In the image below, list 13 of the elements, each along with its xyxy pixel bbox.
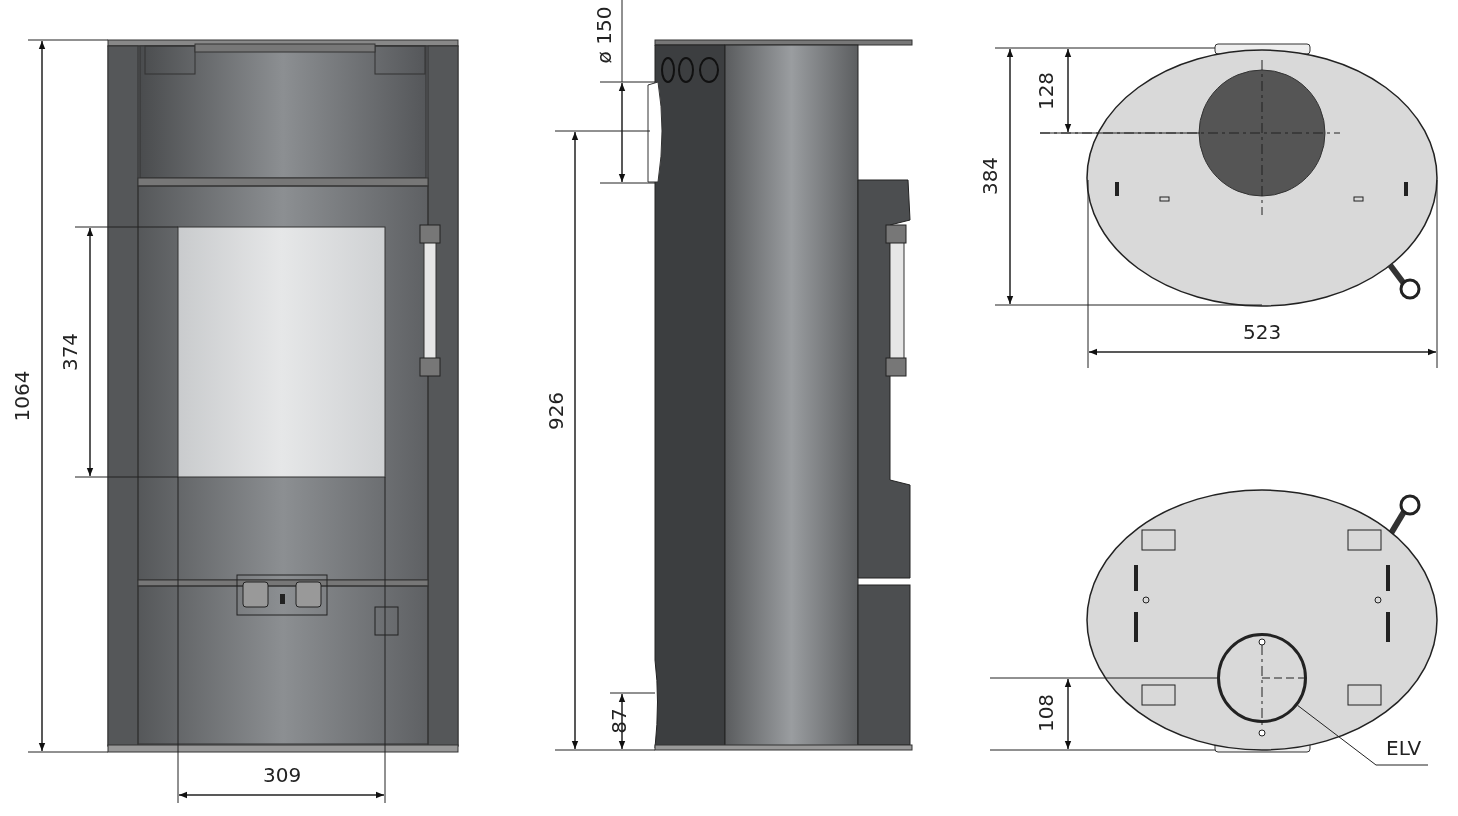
dimension-value: ø 150 — [593, 6, 614, 64]
dimension-value: 87 — [608, 708, 629, 734]
dimension-value: 309 — [263, 765, 302, 785]
dimension-value: 1064 — [11, 370, 32, 422]
part-label: ELV — [1386, 738, 1428, 762]
dimension-value: 374 — [60, 332, 81, 372]
dimension-value: 523 — [1243, 322, 1282, 342]
dimension-value: 384 — [980, 156, 1001, 196]
dimension-value: 926 — [546, 391, 567, 431]
flue-outlet-circle — [1217, 633, 1307, 723]
dimension-value: 128 — [1036, 71, 1057, 111]
dimension-value: 108 — [1036, 693, 1057, 733]
leader-line — [1297, 704, 1429, 766]
